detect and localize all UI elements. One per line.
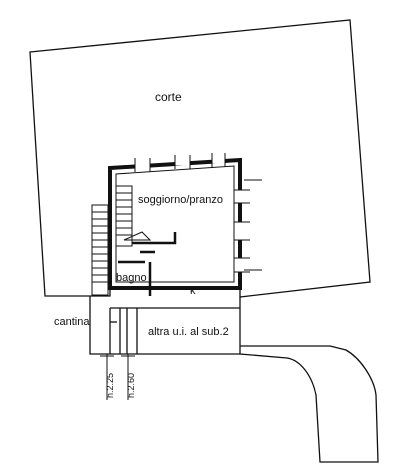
window-ticks [134,153,262,273]
interior-partitions [118,232,177,296]
label-courtyard: corte [155,90,182,104]
house-walls [108,157,242,290]
staircase [91,185,152,296]
label-cellar: cantina [54,316,90,328]
label-height-a: h.2.25 [105,373,115,398]
label-other-unit: altra u.i. al sub.2 [148,326,229,338]
label-living-dining: soggiorno/pranzo [138,194,223,206]
label-kitchen: k [190,285,196,297]
house-inner-walls [115,165,235,283]
lower-annex-outline [89,296,379,463]
wall-openings [135,158,243,272]
label-bathroom: bagno [116,272,147,284]
label-height-b: h.2.60 [126,373,136,398]
height-markers [100,354,135,400]
courtyard-boundary [29,19,371,298]
